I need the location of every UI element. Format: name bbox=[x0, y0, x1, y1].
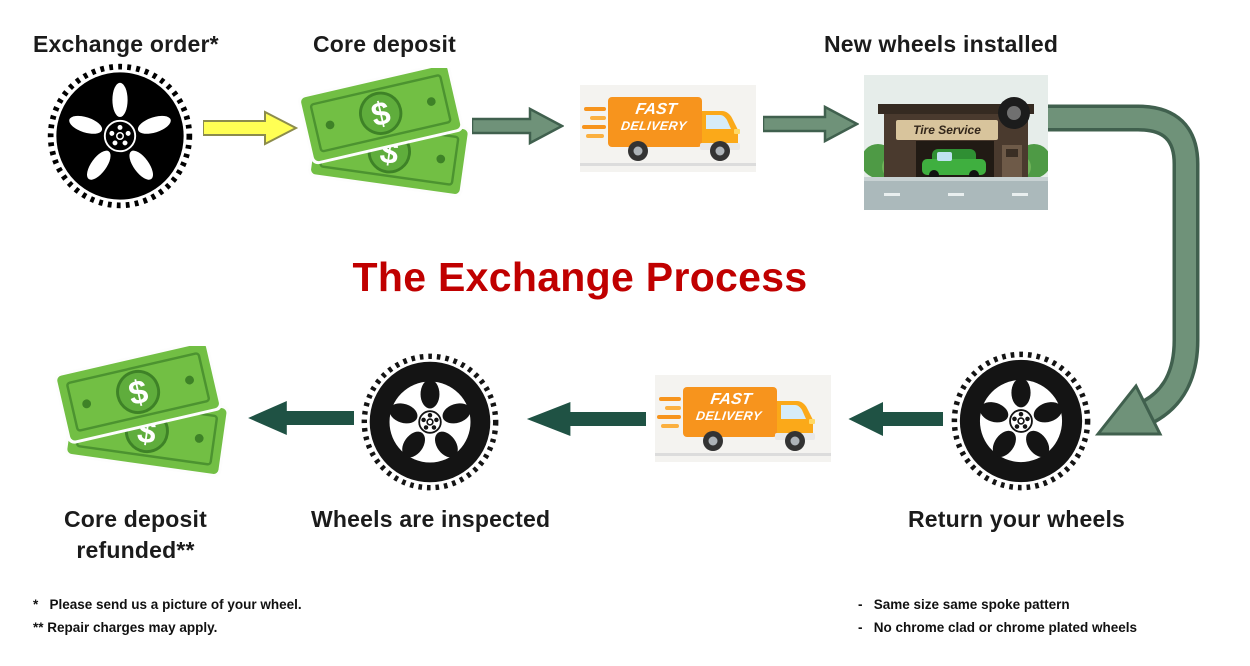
truck-slogan-line1: FAST bbox=[709, 391, 753, 408]
truck-slogan-line2: DELIVERY bbox=[620, 119, 688, 134]
truck-slogan-line2: DELIVERY bbox=[695, 409, 763, 424]
label-new-wheels-installed: New wheels installed bbox=[824, 31, 1059, 57]
return-wheel-icon bbox=[948, 348, 1094, 494]
inspected-wheel-icon bbox=[358, 350, 502, 494]
arrow-deposit-to-shipping bbox=[472, 106, 564, 146]
tire-shop-sign: Tire Service bbox=[913, 123, 981, 137]
label-core-deposit: Core deposit bbox=[313, 31, 456, 57]
label-wheels-inspected: Wheels are inspected bbox=[311, 506, 551, 532]
footnote-picture: * Please send us a picture of your wheel… bbox=[33, 597, 302, 612]
arrow-shipping-to-inspect bbox=[526, 402, 646, 436]
refund-money-icon bbox=[51, 346, 232, 478]
arrow-shipping-to-install bbox=[763, 104, 859, 144]
delivery-truck-graphic bbox=[580, 85, 756, 172]
arrow-install-to-return-curved bbox=[1048, 104, 1200, 436]
arrow-return-to-shipping bbox=[848, 402, 943, 436]
delivery-truck-graphic bbox=[655, 375, 831, 462]
delivery-truck-icon: FAST DELIVERY bbox=[580, 85, 756, 172]
alloy-wheel-icon bbox=[44, 60, 196, 212]
diagram-title: The Exchange Process bbox=[352, 254, 808, 300]
arrow-inspect-to-refund bbox=[248, 401, 354, 435]
truck-slogan: FAST DELIVERY bbox=[607, 101, 704, 134]
tire-shop-icon: Tire Service bbox=[864, 75, 1048, 210]
footnote-repair: ** Repair charges may apply. bbox=[33, 620, 218, 635]
truck-slogan: FAST DELIVERY bbox=[682, 391, 779, 424]
arrow-order-to-deposit bbox=[203, 110, 299, 146]
truck-slogan-line1: FAST bbox=[634, 101, 678, 118]
label-exchange-order: Exchange order* bbox=[33, 31, 219, 57]
label-refund-line1: Core deposit bbox=[64, 506, 207, 532]
money-icon bbox=[296, 68, 473, 198]
label-core-deposit-refunded: Core deposit refunded** bbox=[28, 504, 243, 566]
footnote-chrome: - No chrome clad or chrome plated wheels bbox=[858, 620, 1138, 635]
label-return-your-wheels: Return your wheels bbox=[908, 506, 1126, 532]
footnote-spoke-pattern: - Same size same spoke pattern bbox=[858, 597, 1070, 612]
label-refund-line2: refunded** bbox=[76, 537, 195, 563]
return-delivery-truck-icon: FAST DELIVERY bbox=[655, 375, 831, 462]
